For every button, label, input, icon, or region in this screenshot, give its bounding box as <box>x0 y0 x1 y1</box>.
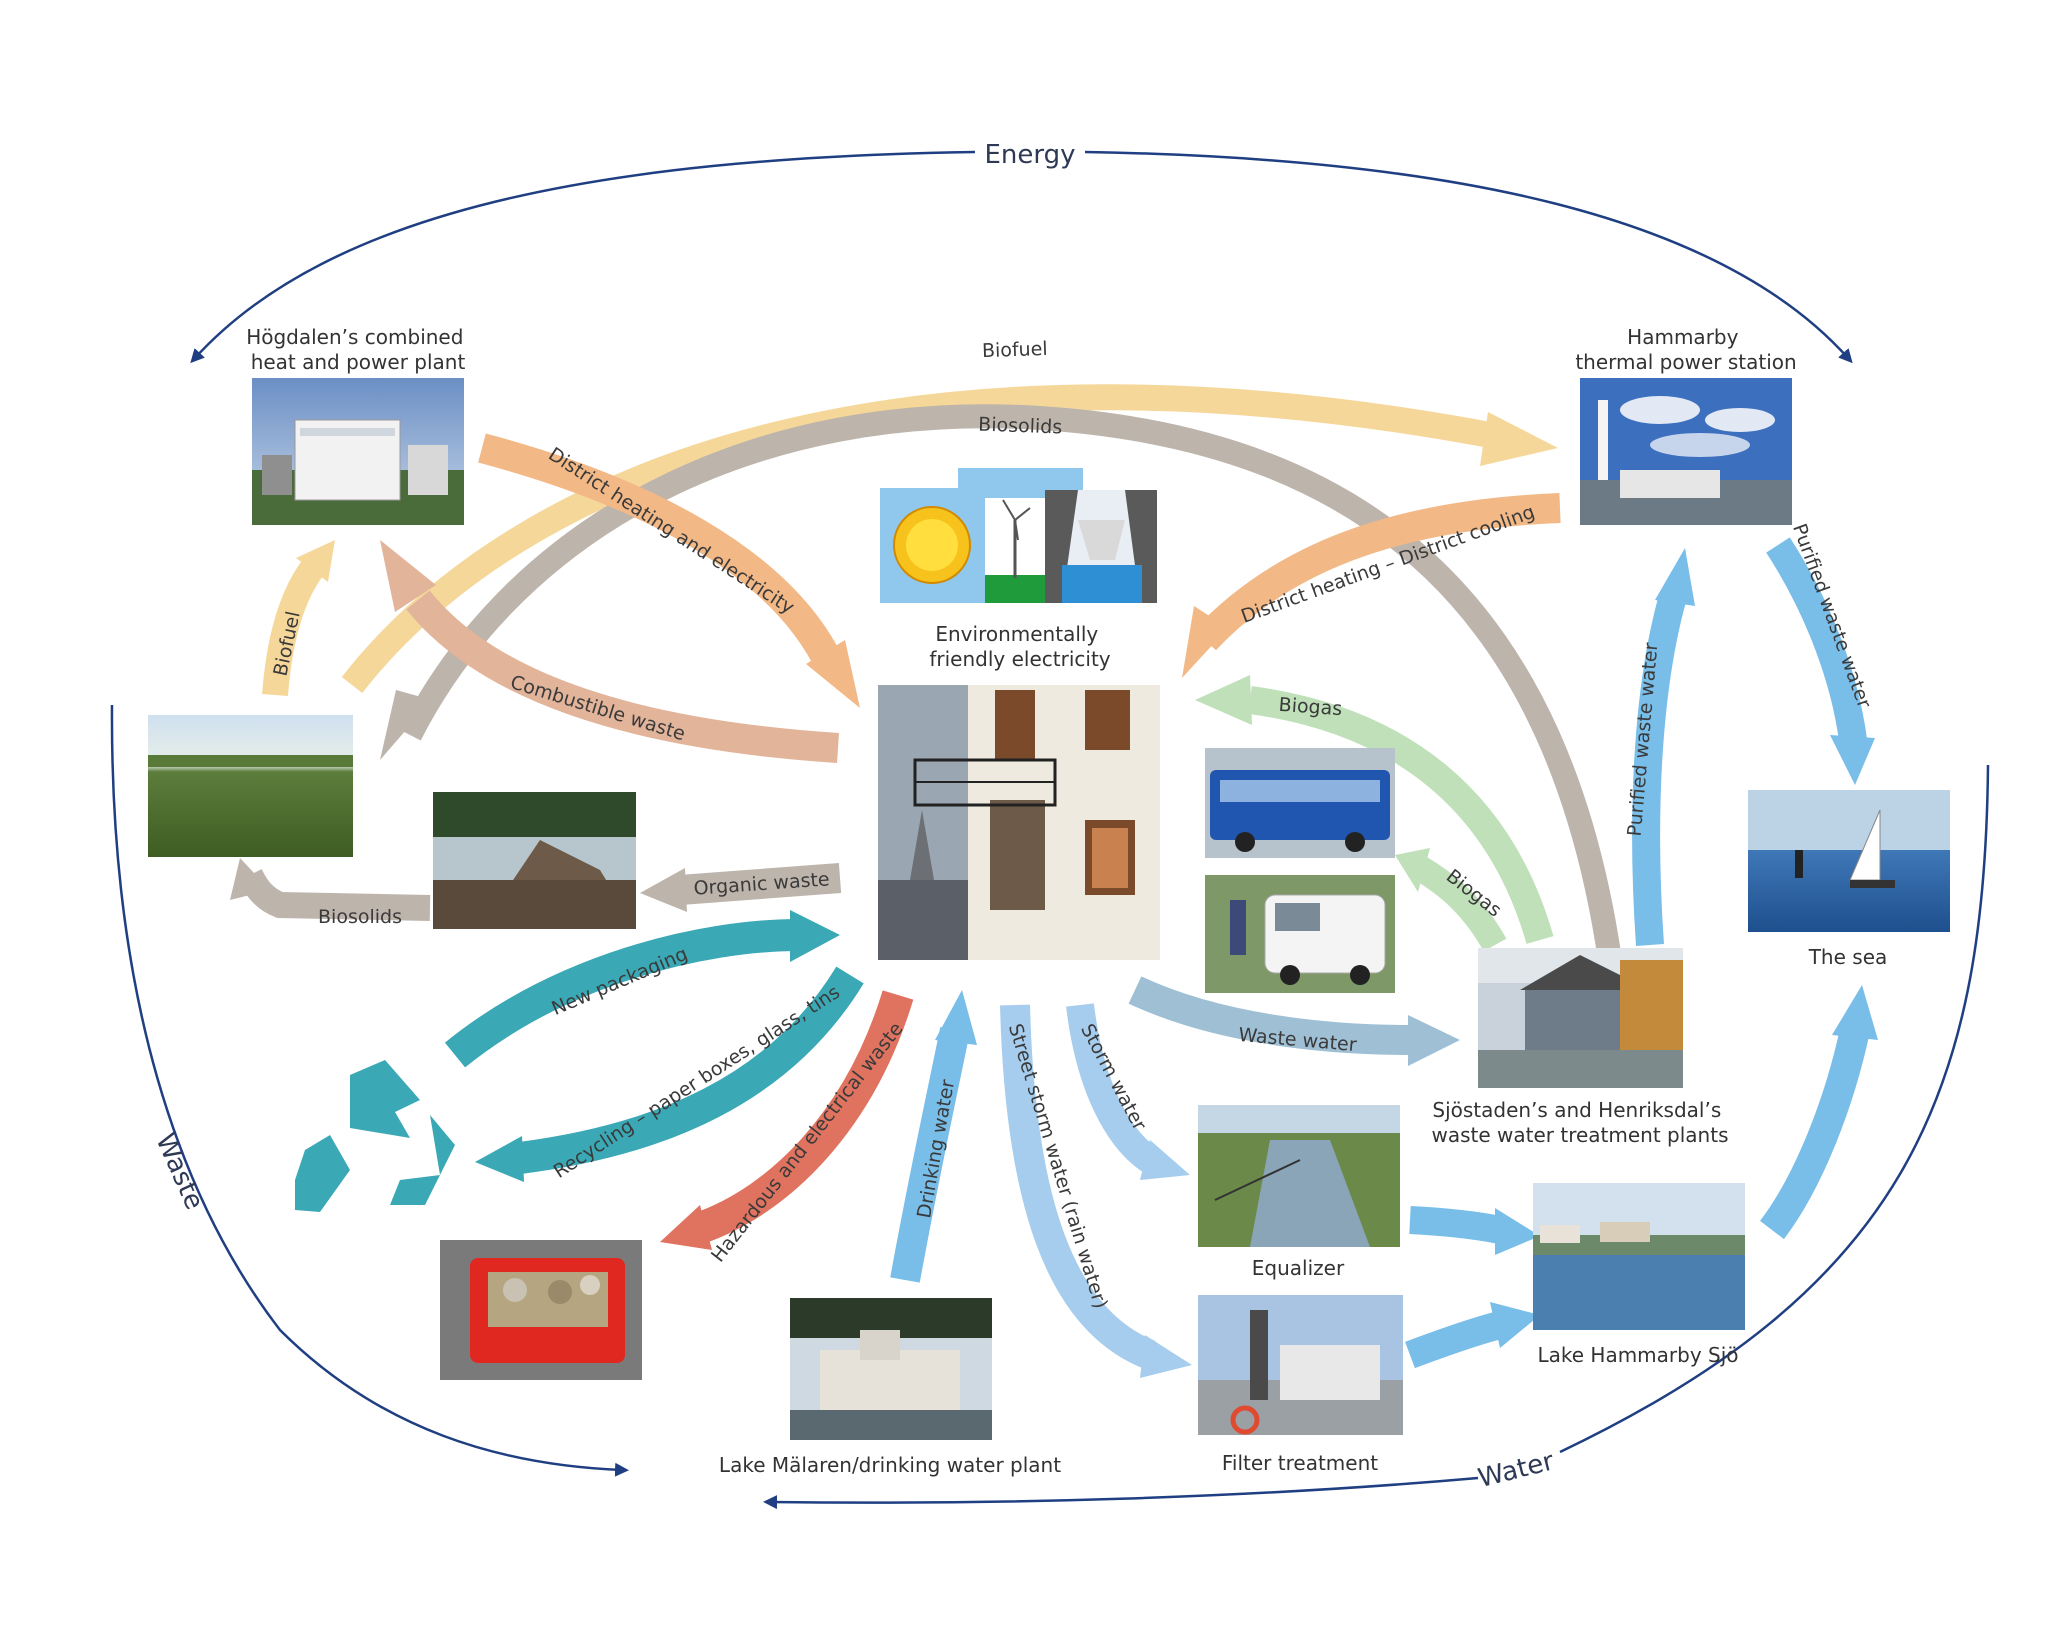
electricity-label-line-2: friendly electricity <box>929 647 1110 671</box>
district-heating-electricity-head <box>806 640 860 708</box>
electricity-label: Environmentally friendly electricity <box>929 622 1110 671</box>
hammarby-thermal-label: Hammarby thermal power station <box>1575 325 1796 374</box>
van-image <box>1205 875 1395 993</box>
hammarby-thermal-label-line-1: Hammarby <box>1627 325 1738 349</box>
hogdalen-label-line-2: heat and power plant <box>251 350 466 374</box>
malaren-label: Lake Mälaren/drinking water plant <box>719 1453 1061 1477</box>
recycling-band <box>517 966 864 1174</box>
combustible-waste-band <box>406 590 839 763</box>
biofuel-top-label: Biofuel <box>982 338 1048 362</box>
biosolids-left-label: Biosolids <box>318 906 402 928</box>
energy-arc-right <box>1084 150 1853 364</box>
residential-building-image <box>878 685 1160 960</box>
biosolids-top-label: Biosolids <box>978 414 1063 439</box>
biosolids-left-head <box>230 858 270 900</box>
district-heating-electricity-band <box>478 433 844 672</box>
wastewater-plant-image <box>1478 948 1683 1088</box>
biofuel-top-head <box>1480 412 1558 466</box>
waste-water-head <box>1408 1015 1460 1066</box>
recycling-icon <box>295 1060 455 1212</box>
filter-lake-head <box>1490 1302 1540 1348</box>
new-packaging-head <box>790 910 840 962</box>
purified-sea-band <box>1766 537 1867 742</box>
water-arc-bottom <box>763 1476 1479 1510</box>
new-packaging-band <box>444 919 801 1068</box>
sea-label: The sea <box>1808 945 1888 969</box>
hazardous-band <box>694 990 914 1244</box>
biogas-top-head <box>1195 675 1252 725</box>
purified-up-head <box>1655 548 1695 606</box>
filter-lake-band <box>1405 1311 1504 1369</box>
organic-waste-head <box>640 868 687 912</box>
hogdalen-label: Högdalen’s combined heat and power plant <box>246 325 470 374</box>
biogas-top-label: Biogas <box>1278 694 1343 720</box>
biofuel-left-head <box>296 540 335 582</box>
compost-image <box>433 792 636 929</box>
hazardous-head <box>660 1205 712 1250</box>
flow-bands <box>230 384 1878 1378</box>
hogdalen-label-line-1: Högdalen’s combined <box>246 325 463 349</box>
storm-water-band <box>1066 1003 1159 1172</box>
hazardous-basket-image <box>440 1240 642 1380</box>
biogas-bottom-head <box>1395 848 1430 892</box>
storm-water-head <box>1140 1140 1190 1180</box>
biosolids-top-head <box>380 690 432 760</box>
hogdalen-plant-image <box>252 378 464 525</box>
waste-cycle-label: Waste <box>149 1129 209 1214</box>
drinking-water-head <box>935 990 977 1045</box>
recycling-head <box>475 1136 524 1182</box>
sea-image <box>1748 790 1950 932</box>
lake-sea-band <box>1759 1026 1870 1240</box>
energy-arc-left <box>190 150 976 364</box>
hammarby-thermal-image <box>1580 378 1792 525</box>
node-labels: Högdalen’s combined heat and power plant… <box>246 325 1887 1477</box>
equalizer-label: Equalizer <box>1252 1256 1345 1280</box>
sjostaden-label-line-1: Sjöstaden’s and Henriksdal’s <box>1432 1098 1721 1122</box>
sun-icon <box>893 506 971 584</box>
hammarby-thermal-label-line-2: thermal power station <box>1575 350 1796 374</box>
combustible-waste-label: Combustible waste <box>508 671 688 745</box>
lake-hammarby-image <box>1533 1183 1745 1330</box>
energy-cycle-label: Energy <box>984 140 1075 170</box>
wind-turbine-icon <box>985 498 1045 603</box>
lake-hammarby-label: Lake Hammarby Sjö <box>1537 1343 1738 1367</box>
biosolids-left-band <box>238 869 431 921</box>
purified-sea-head <box>1830 735 1875 785</box>
equalizer-lake-head <box>1495 1208 1540 1255</box>
sjostaden-label-line-2: waste water treatment plants <box>1431 1123 1728 1147</box>
lake-sea-head <box>1832 985 1878 1040</box>
field-image <box>148 715 353 857</box>
combustible-waste-head <box>380 540 436 612</box>
electricity-icons <box>880 468 1157 603</box>
biogas-bottom-band <box>1413 856 1507 952</box>
waste-water-band <box>1128 976 1411 1055</box>
electricity-label-line-1: Environmentally <box>935 622 1098 646</box>
biogas-top-band <box>1248 686 1554 944</box>
water-arc <box>1559 764 1990 1454</box>
filter-label: Filter treatment <box>1222 1451 1378 1475</box>
filter-treatment-image <box>1198 1295 1403 1435</box>
waste-arc <box>110 704 629 1477</box>
biosolids-top-band <box>399 404 1622 962</box>
district-heating-cooling-band <box>1194 493 1561 651</box>
purified-up-band <box>1632 596 1686 946</box>
sjostaden-label: Sjöstaden’s and Henriksdal’s waste water… <box>1431 1098 1728 1147</box>
organic-waste-band <box>678 863 842 905</box>
water-cycle-label: Water <box>1475 1446 1557 1494</box>
dam-icon <box>1045 490 1157 603</box>
street-storm-water-band <box>1000 1004 1156 1369</box>
cycle-arcs <box>110 150 1990 1510</box>
equalizer-lake-band <box>1409 1206 1503 1244</box>
equalizer-image <box>1198 1105 1400 1247</box>
biofuel-left-band <box>262 556 326 697</box>
district-heating-cooling-head <box>1182 606 1228 678</box>
street-storm-water-head <box>1140 1335 1192 1378</box>
bus-image <box>1205 748 1395 858</box>
malaren-plant-image <box>790 1298 992 1440</box>
drinking-water-band <box>890 1027 970 1283</box>
